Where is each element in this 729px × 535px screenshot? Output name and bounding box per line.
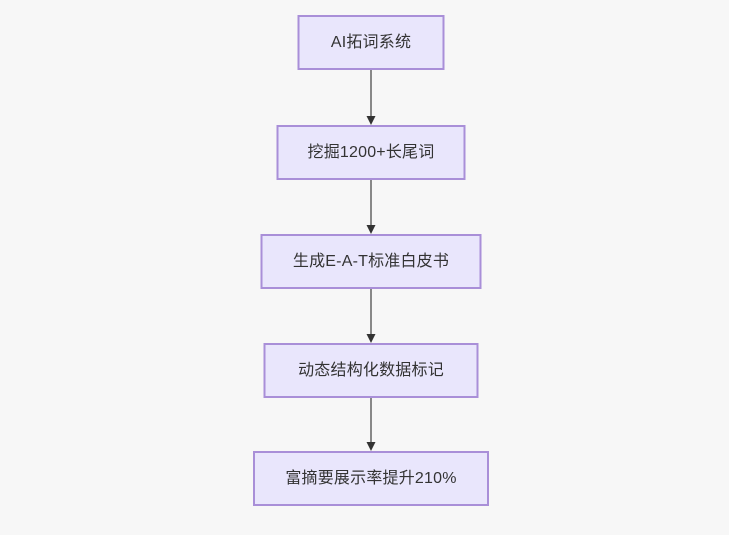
flow-arrow-n4-to-n5 <box>363 398 379 451</box>
flow-node-n2[interactable]: 挖掘1200+长尾词 <box>276 125 466 180</box>
flow-arrow-n3-to-n4 <box>363 289 379 343</box>
flow-node-label: 动态结构化数据标记 <box>298 361 444 379</box>
flow-arrow-n2-to-n3 <box>363 180 379 234</box>
flow-node-label: 生成E-A-T标准白皮书 <box>292 252 450 270</box>
flow-node-label: 挖掘1200+长尾词 <box>307 143 435 161</box>
flow-node-n3[interactable]: 生成E-A-T标准白皮书 <box>260 234 482 289</box>
flow-node-n5[interactable]: 富摘要展示率提升210% <box>253 451 489 506</box>
flow-node-label: AI拓词系统 <box>330 33 412 51</box>
flow-node-label: 富摘要展示率提升210% <box>285 469 457 487</box>
flow-arrow-n1-to-n2 <box>363 70 379 125</box>
flow-node-n1[interactable]: AI拓词系统 <box>297 15 445 70</box>
flow-node-n4[interactable]: 动态结构化数据标记 <box>263 343 479 398</box>
